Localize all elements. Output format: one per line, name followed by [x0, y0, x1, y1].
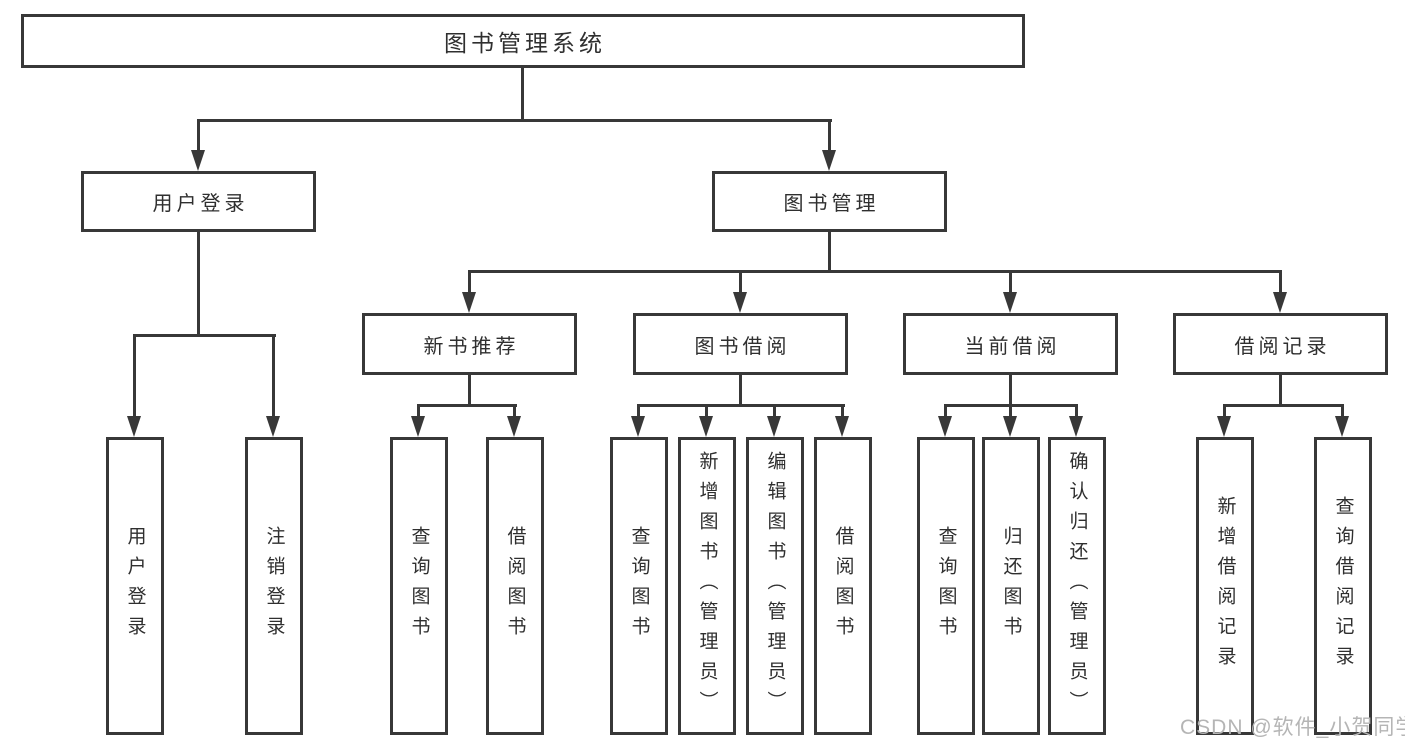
arrowhead-down-icon: [1069, 416, 1083, 437]
connector-line: [1009, 375, 1012, 406]
arrowhead-down-icon: [699, 416, 713, 437]
arrowhead-down-icon: [127, 416, 141, 437]
leaf-query-book-recommend: 查询图书: [390, 437, 448, 735]
arrowhead-down-icon: [835, 416, 849, 437]
connector-line: [513, 404, 516, 422]
leaf-add-borrow-record: 新增借阅记录: [1196, 437, 1254, 735]
node-current-borrowing: 当前借阅: [903, 313, 1118, 375]
leaf-user-login: 用户登录: [106, 437, 164, 735]
connector-line: [468, 375, 471, 406]
connector-line: [828, 232, 831, 273]
leaf-query-book-current: 查询图书: [917, 437, 975, 735]
connector-line: [197, 119, 832, 122]
leaf-edit-book-admin: 编辑图书（管理员）: [746, 437, 804, 735]
connector-line: [637, 404, 845, 407]
arrowhead-down-icon: [1003, 292, 1017, 313]
leaf-query-book-borrowing: 查询图书: [610, 437, 668, 735]
arrowhead-down-icon: [507, 416, 521, 437]
arrowhead-down-icon: [191, 150, 205, 171]
connector-line: [197, 119, 200, 153]
connector-line: [468, 270, 1282, 273]
connector-line: [841, 404, 844, 422]
leaf-borrow-book-recommend: 借阅图书: [486, 437, 544, 735]
connector-line: [1279, 270, 1282, 296]
connector-line: [1009, 404, 1012, 422]
connector-line: [705, 404, 708, 422]
arrowhead-down-icon: [1003, 416, 1017, 437]
leaf-confirm-return-admin: 确认归还（管理员）: [1048, 437, 1106, 735]
connector-line: [133, 334, 136, 420]
connector-line: [1223, 404, 1226, 422]
node-new-book-recommend: 新书推荐: [362, 313, 577, 375]
arrowhead-down-icon: [266, 416, 280, 437]
arrowhead-down-icon: [767, 416, 781, 437]
connector-line: [739, 270, 742, 296]
leaf-return-book: 归还图书: [982, 437, 1040, 735]
connector-line: [272, 334, 275, 420]
connector-line: [739, 375, 742, 406]
connector-line: [828, 119, 831, 153]
connector-line: [773, 404, 776, 422]
connector-line: [417, 404, 420, 422]
node-user-login: 用户登录: [81, 171, 316, 232]
node-library-management-system: 图书管理系统: [21, 14, 1025, 68]
connector-line: [944, 404, 947, 422]
connector-line: [133, 334, 276, 337]
leaf-query-borrow-record: 查询借阅记录: [1314, 437, 1372, 735]
connector-line: [1223, 404, 1344, 407]
connector-line: [197, 232, 200, 337]
arrowhead-down-icon: [1217, 416, 1231, 437]
connector-line: [468, 270, 471, 296]
arrowhead-down-icon: [938, 416, 952, 437]
arrowhead-down-icon: [462, 292, 476, 313]
node-book-management: 图书管理: [712, 171, 947, 232]
leaf-logout-login: 注销登录: [245, 437, 303, 735]
connector-line: [417, 404, 517, 407]
node-book-borrowing: 图书借阅: [633, 313, 848, 375]
csdn-watermark: CSDN @软件_小贺同学: [1180, 716, 1405, 739]
arrowhead-down-icon: [733, 292, 747, 313]
connector-line: [521, 68, 524, 121]
connector-line: [1009, 270, 1012, 296]
connector-line: [637, 404, 640, 422]
connector-line: [1341, 404, 1344, 422]
connector-line: [1075, 404, 1078, 422]
arrowhead-down-icon: [1335, 416, 1349, 437]
arrowhead-down-icon: [411, 416, 425, 437]
leaf-add-book-admin: 新增图书（管理员）: [678, 437, 736, 735]
node-borrowing-records: 借阅记录: [1173, 313, 1388, 375]
leaf-borrow-book-borrowing: 借阅图书: [814, 437, 872, 735]
arrowhead-down-icon: [1273, 292, 1287, 313]
connector-line: [1279, 375, 1282, 406]
arrowhead-down-icon: [631, 416, 645, 437]
arrowhead-down-icon: [822, 150, 836, 171]
